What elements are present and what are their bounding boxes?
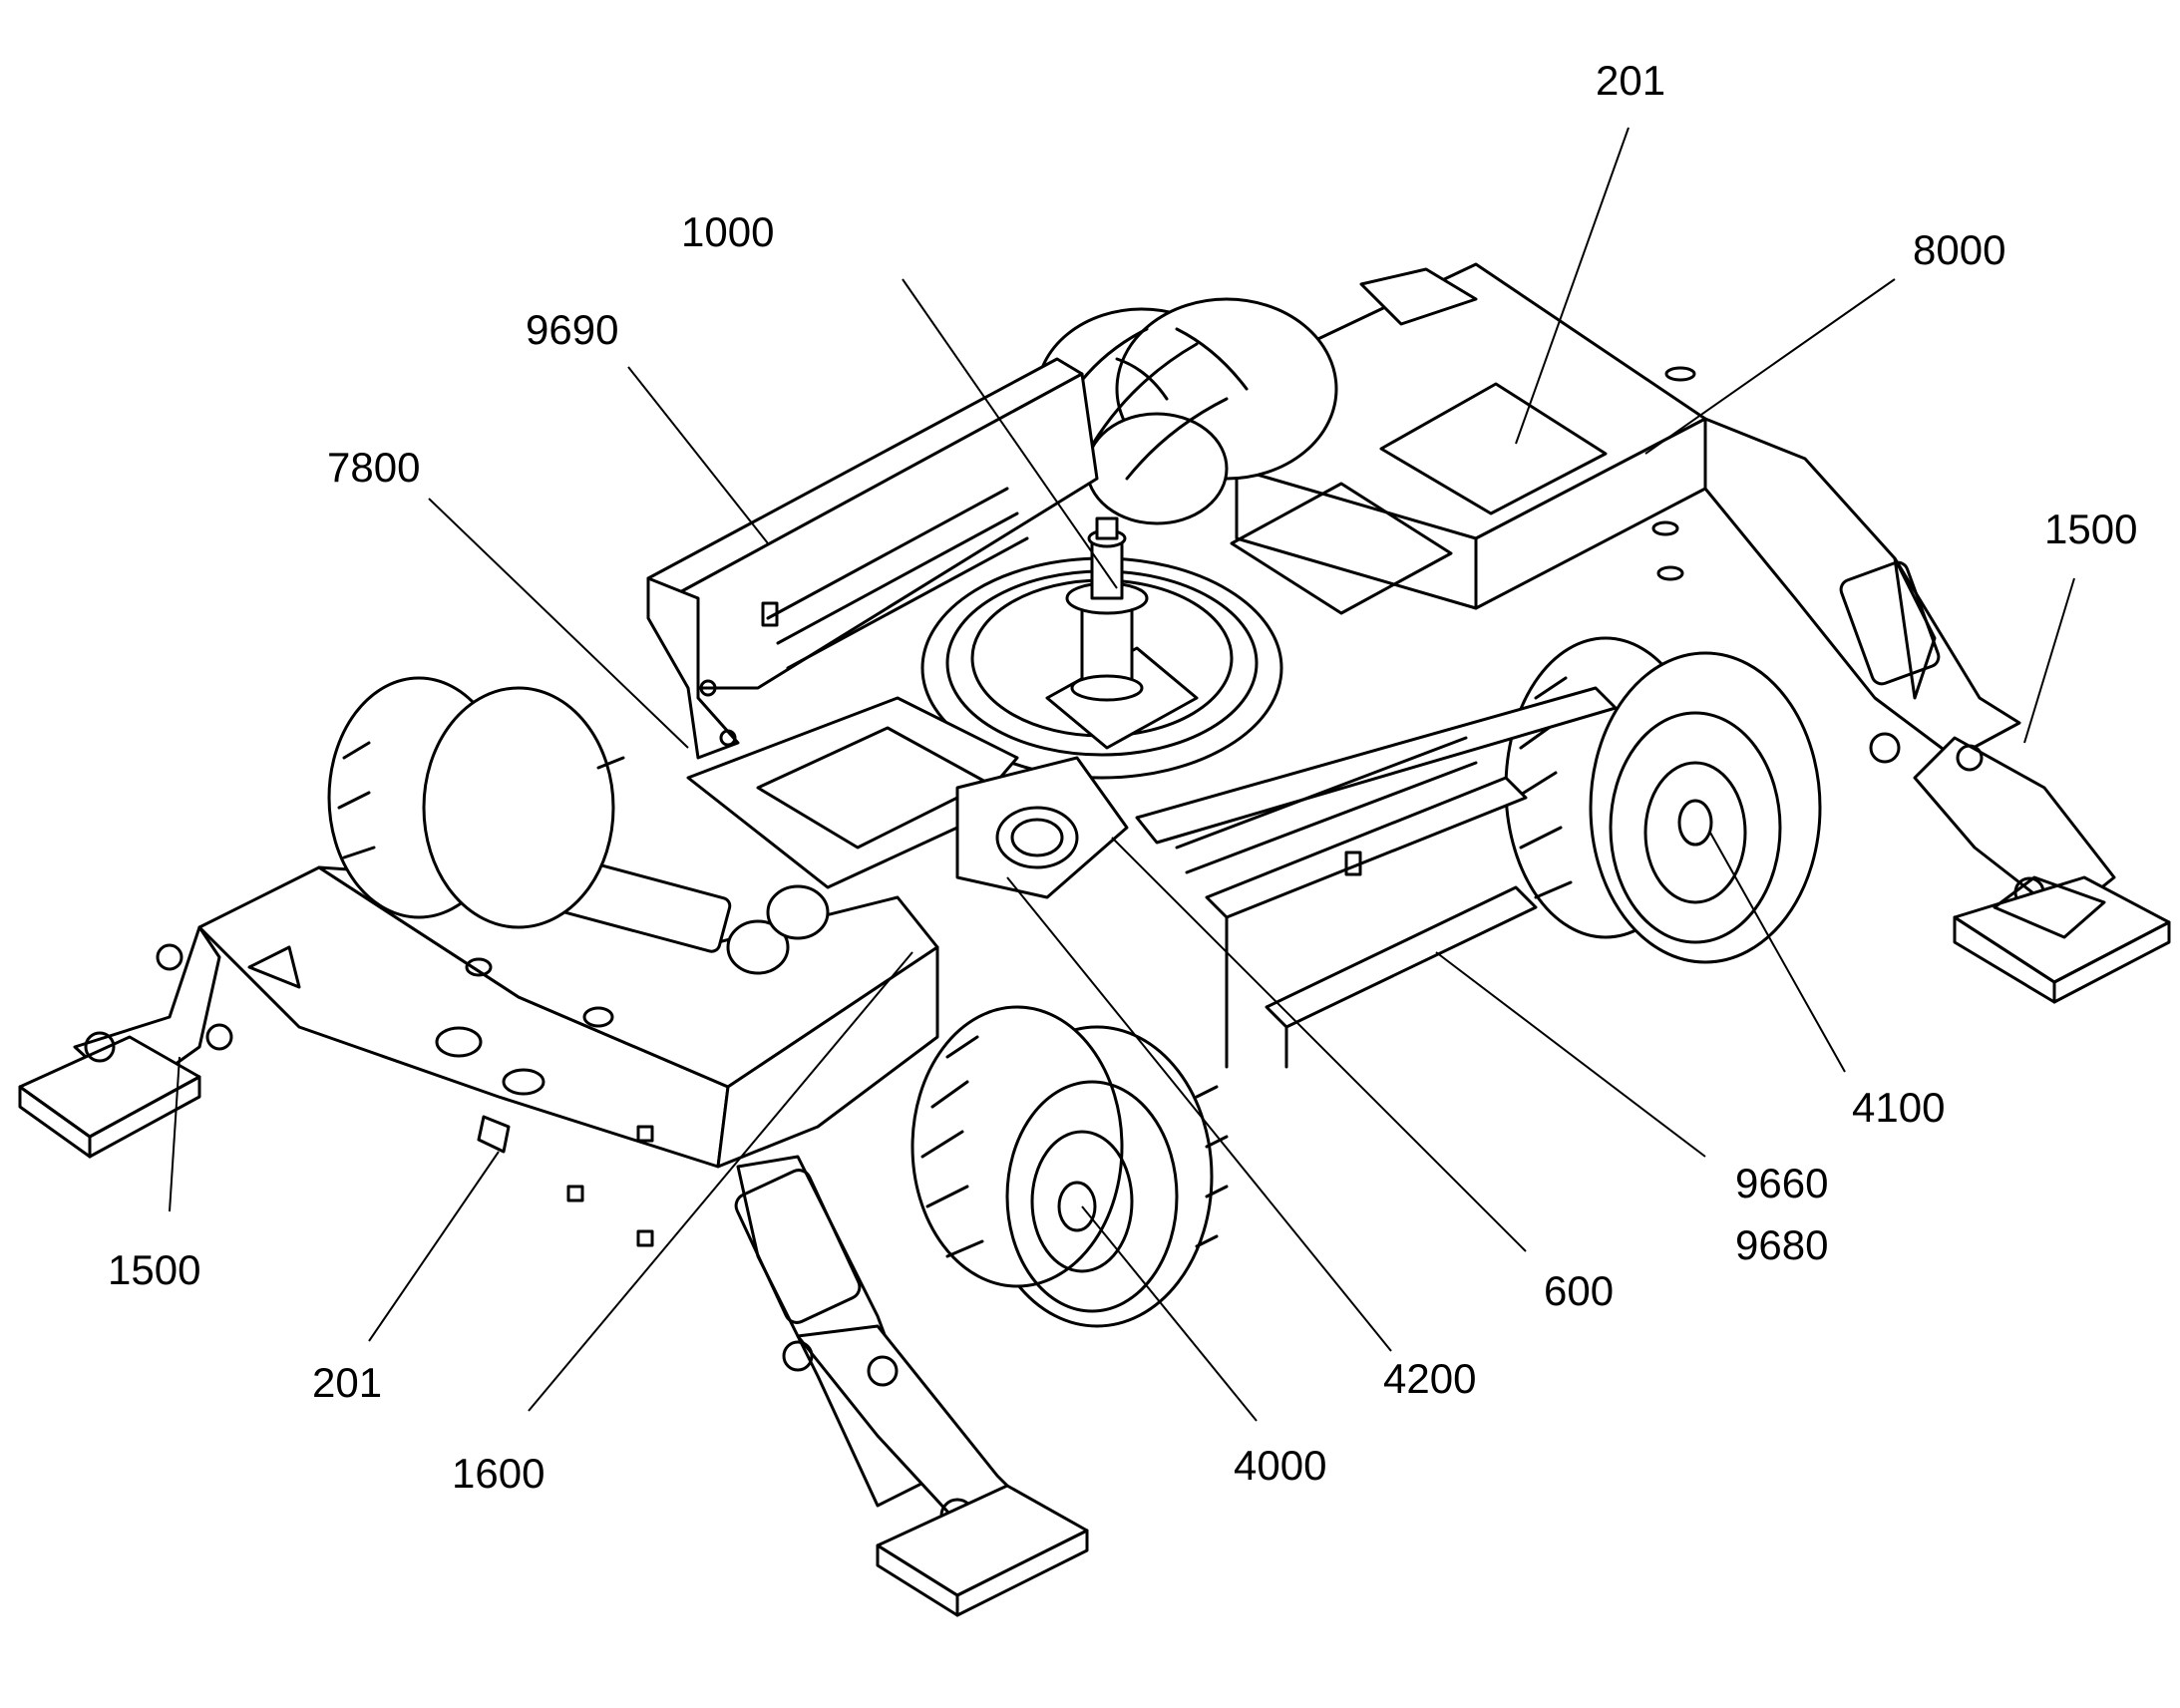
rear-right-wheels	[1504, 636, 1822, 964]
leader-4000	[1081, 1205, 1258, 1422]
label-8000: 8000	[1913, 226, 2006, 273]
label-4100: 4100	[1852, 1084, 1946, 1131]
step-deck-lower	[1135, 686, 1618, 1069]
center-carbody	[686, 696, 1129, 899]
top-plate-right	[1379, 382, 1608, 515]
rear-frame	[1230, 262, 1707, 615]
front-right-wheels	[910, 1005, 1229, 1328]
leader-1500-left	[169, 1056, 181, 1212]
label-201-top: 201	[1596, 57, 1666, 104]
front-right-outrigger	[734, 1155, 1089, 1617]
label-1600: 1600	[452, 1450, 545, 1497]
leader-201-bottom	[368, 1151, 500, 1342]
label-1500-right: 1500	[2044, 506, 2138, 552]
front-left-outrigger	[18, 925, 301, 1159]
label-9690: 9690	[526, 306, 619, 353]
rear-right-outrigger	[1703, 417, 2171, 1004]
leader-4200	[1006, 876, 1392, 1352]
leader-201-top	[1515, 127, 1630, 445]
leader-1600	[528, 951, 913, 1412]
leader-600	[1111, 837, 1527, 1252]
front-frame	[197, 856, 939, 1247]
label-1500-left: 1500	[108, 1246, 201, 1293]
leader-8000	[1644, 278, 1896, 455]
label-4200: 4200	[1383, 1355, 1477, 1402]
label-7800: 7800	[327, 444, 421, 491]
label-201-bottom: 201	[312, 1359, 383, 1406]
label-1000: 1000	[681, 208, 775, 255]
label-4000: 4000	[1234, 1442, 1327, 1489]
slew-ring	[920, 516, 1283, 780]
step-deck-upper	[646, 357, 1099, 760]
leader-9690	[627, 366, 769, 544]
label-9680: 9680	[1735, 1221, 1829, 1268]
front-left-wheels	[327, 676, 625, 929]
label-600: 600	[1544, 1267, 1615, 1314]
leader-9660	[1435, 951, 1706, 1158]
leader-4100	[1709, 832, 1846, 1073]
leader-lines	[169, 127, 2075, 1422]
leader-1500-right	[2023, 577, 2075, 744]
leader-7800	[428, 498, 689, 749]
leader-1000	[902, 278, 1118, 589]
top-plate-left	[1230, 482, 1453, 615]
label-9660: 9660	[1735, 1160, 1829, 1206]
